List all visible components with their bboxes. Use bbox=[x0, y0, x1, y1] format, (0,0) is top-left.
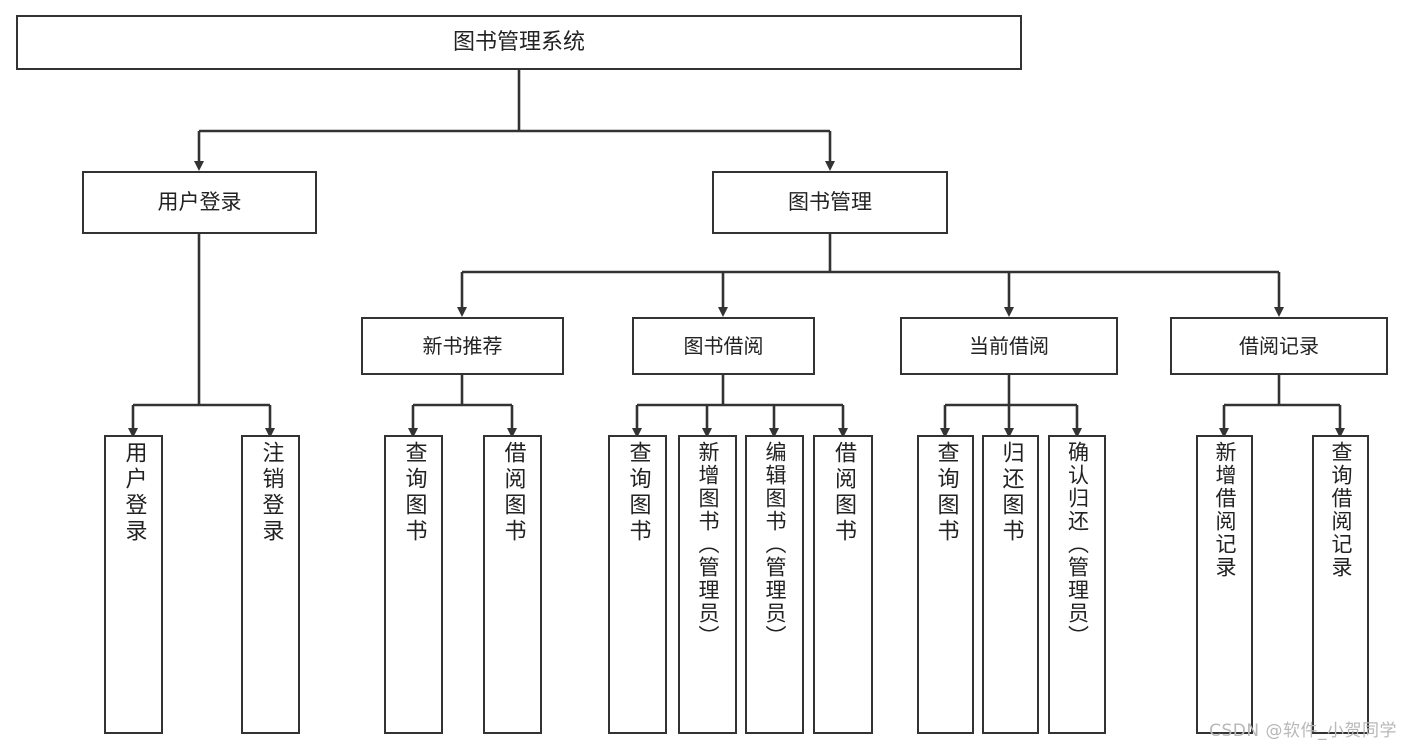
node-label: 图书借阅 bbox=[683, 333, 764, 358]
node-label: 借阅图书 bbox=[500, 441, 526, 545]
node-label: 注销登录 bbox=[258, 441, 284, 545]
node-label: 图书管理系统 bbox=[452, 29, 585, 55]
node-leaf-borrow-book-2[interactable]: 借阅图书 bbox=[813, 435, 873, 734]
node-label: 确认归还（管理员） bbox=[1065, 441, 1090, 648]
node-leaf-query-book-3[interactable]: 查询图书 bbox=[917, 435, 974, 734]
node-label: 新增借阅记录 bbox=[1213, 441, 1237, 579]
node-label: 查询图书 bbox=[933, 441, 959, 545]
node-leaf-query-record[interactable]: 查询借阅记录 bbox=[1312, 435, 1369, 734]
node-label: 查询图书 bbox=[401, 441, 427, 545]
node-leaf-user-login[interactable]: 用户登录 bbox=[104, 435, 163, 734]
node-book-borrow[interactable]: 图书借阅 bbox=[632, 317, 815, 375]
node-book-management[interactable]: 图书管理 bbox=[712, 171, 948, 234]
node-label: 用户登录 bbox=[157, 190, 242, 215]
node-leaf-add-record[interactable]: 新增借阅记录 bbox=[1196, 435, 1253, 734]
node-label: 图书管理 bbox=[788, 190, 872, 215]
node-label: 借阅记录 bbox=[1239, 333, 1319, 358]
node-leaf-add-book[interactable]: 新增图书（管理员） bbox=[678, 435, 737, 734]
node-leaf-confirm-return[interactable]: 确认归还（管理员） bbox=[1048, 435, 1106, 734]
node-label: 借阅图书 bbox=[831, 441, 856, 545]
node-leaf-query-book-2[interactable]: 查询图书 bbox=[608, 435, 667, 734]
node-leaf-edit-book[interactable]: 编辑图书（管理员） bbox=[745, 435, 804, 734]
node-label: 编辑图书（管理员） bbox=[763, 441, 787, 648]
node-root-system[interactable]: 图书管理系统 bbox=[16, 15, 1022, 70]
node-label: 新书推荐 bbox=[422, 333, 503, 358]
node-user-login[interactable]: 用户登录 bbox=[82, 171, 317, 234]
node-label: 用户登录 bbox=[121, 441, 147, 545]
node-leaf-query-book-1[interactable]: 查询图书 bbox=[384, 435, 443, 734]
node-label: 查询图书 bbox=[625, 441, 651, 545]
watermark-text: CSDN @软件_小贺同学 bbox=[1209, 721, 1397, 741]
node-leaf-logout[interactable]: 注销登录 bbox=[241, 435, 300, 734]
node-new-book-recommend[interactable]: 新书推荐 bbox=[361, 317, 564, 375]
node-label: 当前借阅 bbox=[969, 333, 1049, 358]
node-label: 查询借阅记录 bbox=[1329, 441, 1353, 579]
node-leaf-borrow-book-1[interactable]: 借阅图书 bbox=[483, 435, 542, 734]
node-borrow-record[interactable]: 借阅记录 bbox=[1170, 317, 1388, 375]
node-label: 归还图书 bbox=[998, 441, 1024, 545]
node-leaf-return-book[interactable]: 归还图书 bbox=[982, 435, 1039, 734]
node-label: 新增图书（管理员） bbox=[696, 441, 720, 648]
node-current-borrow[interactable]: 当前借阅 bbox=[900, 317, 1118, 375]
